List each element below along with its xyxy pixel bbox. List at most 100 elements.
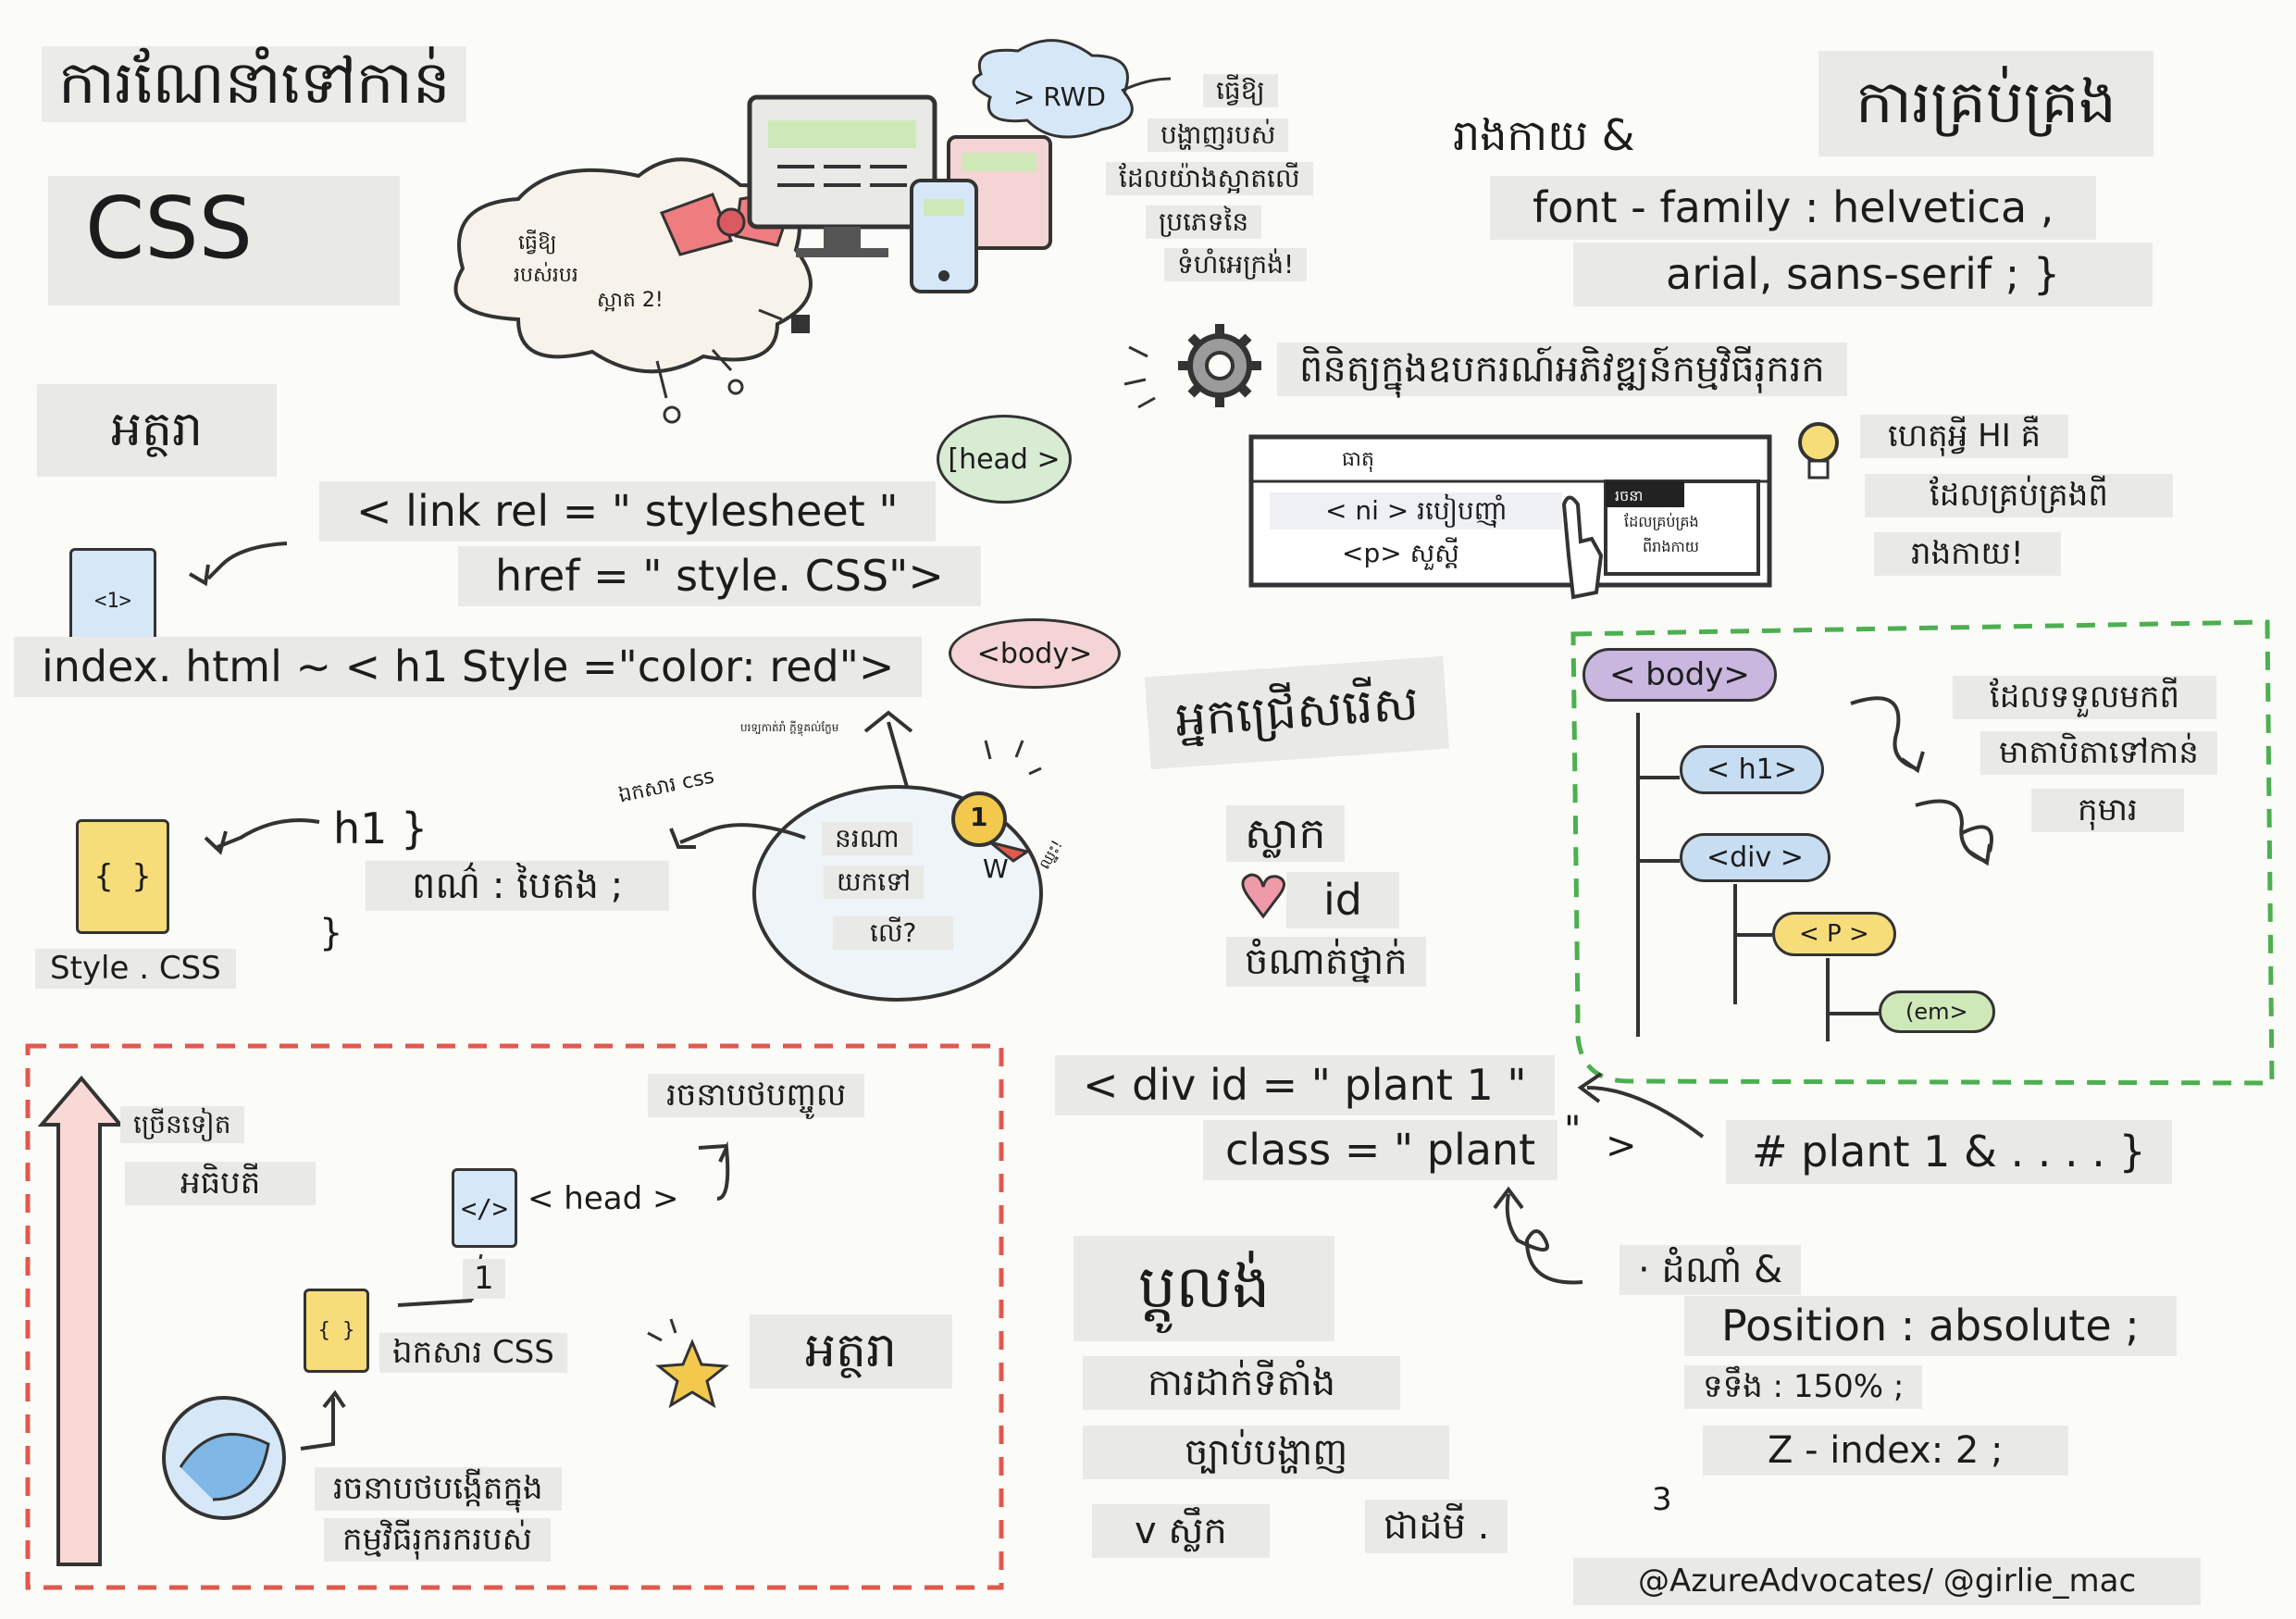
priority-number: 1 xyxy=(463,1259,505,1300)
css-file-label: Style . CSS xyxy=(35,949,236,990)
dom-node-body: < body> xyxy=(1582,648,1777,702)
inheritance-intro: រាងកាយ & xyxy=(1453,110,1635,160)
cascade-line-3: ចំណាត់ថ្នាក់ xyxy=(1226,937,1426,987)
lightbulb xyxy=(1798,422,1839,463)
dom-node-p: < P > xyxy=(1772,912,1896,956)
head-bubble: [head > xyxy=(937,415,1072,504)
position-number: 3 xyxy=(1652,1481,1672,1518)
star-icon xyxy=(655,1339,729,1409)
position-title: ប្តូលង់ xyxy=(1074,1236,1335,1341)
priority-browser-2: កម្មវិធីរុករករបស់ xyxy=(324,1518,552,1563)
heart-icon xyxy=(1241,873,1285,919)
cascade-bubble-line-2: យកទៅ xyxy=(824,866,924,900)
rwd-tag: > RWD xyxy=(1013,81,1106,112)
author-link-2: href = " style. CSS"> xyxy=(458,546,981,606)
devtools-popup-text-2: ពីរាងកាយ xyxy=(1643,538,1699,555)
priority-head-note: រចនាបថបញ្ចូល xyxy=(648,1074,865,1118)
dangle-3 xyxy=(758,308,783,321)
priority-box xyxy=(25,1043,1004,1590)
monitor-header xyxy=(768,120,916,148)
dangle-2 xyxy=(711,348,733,372)
div-example-close: > xyxy=(1606,1125,1637,1167)
monitor-stand xyxy=(824,227,861,250)
dom-node-em: (em> xyxy=(1879,990,1995,1033)
position-css-3: Z - index: 2 ; xyxy=(1703,1426,2068,1476)
rwd-line-3: ដែលយ៉ាងស្អាតលើ xyxy=(1106,162,1313,196)
devtools-row-2[interactable]: <p> សួស្តី xyxy=(1342,538,1459,568)
div-example-line-2: class = " plant xyxy=(1203,1120,1558,1180)
devtools-heading: ពិនិត្យក្នុងឧបករណ៍អភិវឌ្ឍន៍កម្មវិធីរុករក xyxy=(1277,342,1847,396)
inheritance-code-2: arial, sans-serif ; } xyxy=(1573,243,2153,306)
medal-w: W xyxy=(983,853,1009,884)
monitor-screen xyxy=(747,94,937,230)
author-rule-body: ពណ៌ : បៃតង ; xyxy=(366,861,670,911)
medal-number: 1 xyxy=(970,802,988,832)
devtools-note-1: ហេតុអ្វី HI គឺ xyxy=(1860,415,2069,459)
rwd-line-2: បង្ហាញរបស់ xyxy=(1148,118,1289,153)
rwd-cloud xyxy=(972,39,1134,139)
dangle-bulb-2 xyxy=(727,379,744,395)
div-example-quote: " xyxy=(1564,1109,1582,1152)
priority-top-label-1: ច្រើនទៀត xyxy=(120,1106,244,1144)
author-link-1: < link rel = " stylesheet " xyxy=(319,481,936,542)
position-css-intro: · ដំណាំ & xyxy=(1620,1245,1802,1295)
inheritance-title: ការគ្រប់គ្រង xyxy=(1818,51,2153,156)
position-line-2: ច្បាប់បង្ហាញ xyxy=(1083,1426,1450,1479)
priority-top-label-2: អធិបតី xyxy=(125,1162,316,1206)
pointer-hand xyxy=(1561,495,1604,600)
devtools-note-2: ដែលគ្រប់គ្រងពី xyxy=(1865,474,2173,518)
monitor-base xyxy=(796,248,888,257)
author-rule-close: } xyxy=(319,912,343,954)
priority-css-icon: { } xyxy=(304,1289,369,1373)
position-line-3: v ស្លឹក xyxy=(1092,1504,1270,1558)
cloud-text-3: ស្អាត 2! xyxy=(597,289,664,312)
medal xyxy=(951,791,1007,847)
cascade-line-1: ស្លាក xyxy=(1226,805,1345,862)
devtools-popup-title: រចនា xyxy=(1615,487,1644,504)
rwd-line-5: ទំហំអេក្រង់! xyxy=(1164,248,1308,282)
dom-tree-lines xyxy=(1636,713,1879,1041)
html-file-icon: </> xyxy=(452,1168,517,1248)
dangle-1 xyxy=(655,360,668,399)
cloud-text-1: ធ្វើឱ្យ xyxy=(518,231,557,255)
div-example-rule: # plant 1 & . . . . } xyxy=(1726,1120,2172,1184)
cascade-tiny-text: បរទ្បកាត់រាំ ក្តីទ្ធុគល់ក្លែម xyxy=(740,721,839,734)
position-css-1: Position : absolute ; xyxy=(1684,1296,2177,1356)
cascade-bubble-line-1: នរណា xyxy=(822,822,912,856)
credit: @AzureAdvocates/ @girlie_mac xyxy=(1573,1558,2202,1606)
priority-arrow xyxy=(37,1075,125,1566)
page-title-line2: CSS xyxy=(48,176,400,305)
cascade-line-2: id xyxy=(1286,872,1399,928)
devtools-note-3: រាងកាយ! xyxy=(1874,532,2061,577)
priority-css-file: ឯកសារ CSS xyxy=(379,1333,567,1374)
inheritance-code-1: font - family : helvetica , xyxy=(1490,176,2097,240)
cascade-bubble-line-3: លើ? xyxy=(833,916,954,951)
dom-node-h1: < h1> xyxy=(1680,745,1824,794)
priority-head: < head > xyxy=(527,1180,679,1217)
priority-author: អត្ថរា xyxy=(750,1314,953,1389)
dangle-box xyxy=(791,315,810,333)
dom-note-1: ដែលទទួលមកពី xyxy=(1953,676,2217,720)
devtools-tab[interactable]: ធាតុ xyxy=(1342,448,1374,471)
author-title: អត្ថរា xyxy=(37,384,278,477)
rwd-line-1: ធ្វើឱ្យ xyxy=(1203,74,1278,108)
body-bubble: <body> xyxy=(949,618,1121,689)
devtools-row-1[interactable]: < ni > របៀបញ៉ាំ xyxy=(1270,492,1563,530)
dom-note-3: កុមារ xyxy=(2031,789,2184,833)
dangle-bulb-1 xyxy=(663,405,681,424)
dom-note-2: មាតាបិតាទៅកាន់ xyxy=(1980,731,2217,776)
position-line-1: ការដាក់ទីតាំង xyxy=(1083,1356,1401,1410)
bowtie-left xyxy=(659,193,734,256)
bowtie-knot xyxy=(716,207,746,237)
cloud-text-2: របស់របរ xyxy=(514,264,578,287)
position-css-2: ទទឹង : 150% ; xyxy=(1684,1365,1923,1410)
inheritance-box xyxy=(1570,619,2275,1086)
devtools-popup-text-1: ដែលគ្រប់គ្រង xyxy=(1624,513,1699,530)
dom-node-div: <div > xyxy=(1680,833,1831,882)
priority-browser-1: រចនាបថបង្កើតក្នុង xyxy=(315,1467,562,1512)
author-rule-open: h1 } xyxy=(333,803,428,853)
position-line-4: ជាដមី . xyxy=(1365,1500,1508,1553)
rwd-line-4: ប្រភេទនៃ xyxy=(1146,205,1262,240)
css-file-icon: { } xyxy=(76,819,169,934)
div-example-line-1: < div id = " plant 1 " xyxy=(1055,1055,1555,1115)
